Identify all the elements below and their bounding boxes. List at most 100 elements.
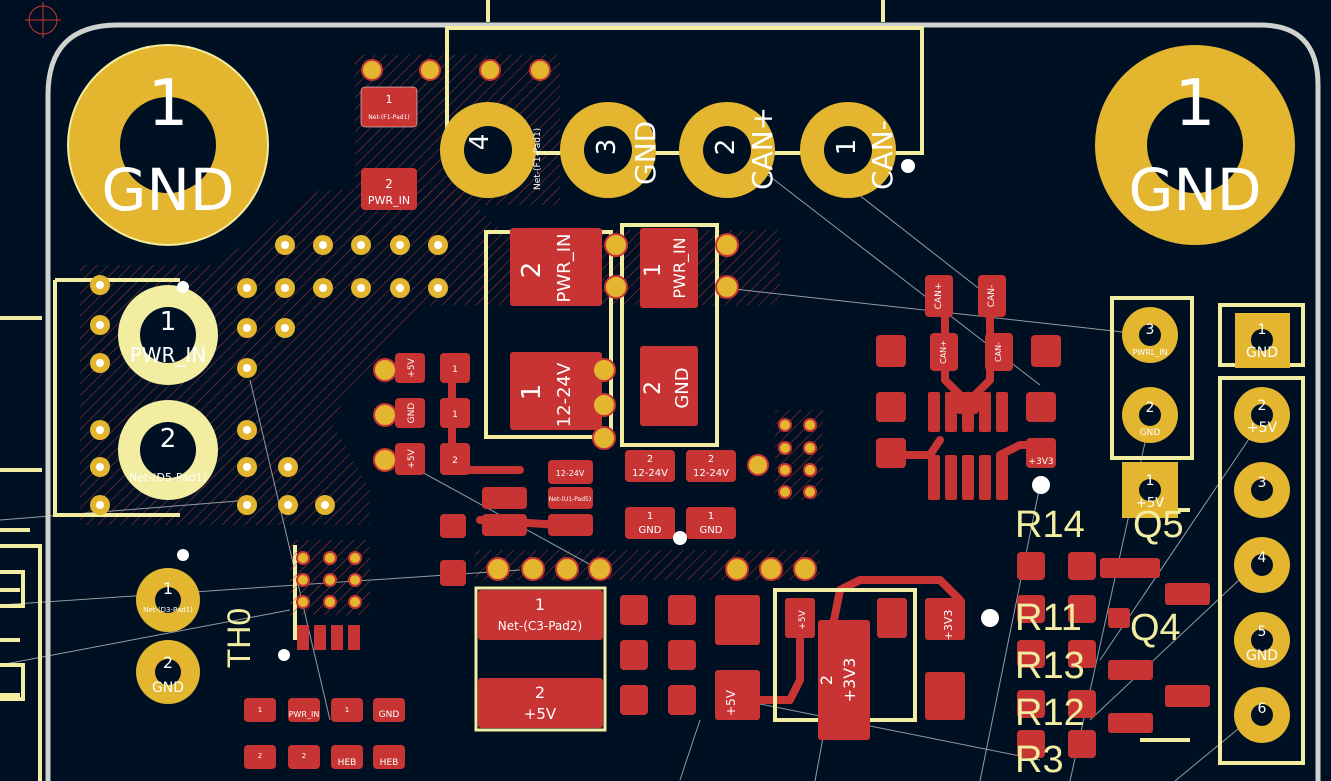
j1-pin-2-number: 2 (711, 139, 741, 156)
header-j2-pin-3-net: PWRL_IN (1132, 348, 1167, 357)
thermal-via-drill (319, 284, 327, 292)
j1-pin-4-number: 4 (465, 134, 495, 151)
smd-cap-gnd-b[interactable]: 1 GND (686, 507, 736, 539)
ref-r13: R13 (1015, 645, 1085, 687)
header-j3-pin-2[interactable]: 2 +5V (1234, 387, 1290, 443)
ref-r12: R12 (1015, 692, 1085, 734)
j1-pin-3[interactable]: 3 GND (560, 102, 662, 198)
smd-res-net[interactable]: Net-(U1-Pad5) (482, 487, 593, 536)
thermal-via-drill (284, 463, 292, 471)
power-jack-pin-1-net: PWR_IN (130, 343, 207, 367)
smd-cap-5v-net: +5V (407, 357, 417, 377)
header-j3-pin-3[interactable]: 3 (1234, 462, 1290, 518)
fuse-f1[interactable]: 1 Net-(F1-Pad1) 2 PWR_IN (360, 86, 418, 210)
header-j3-pin-1[interactable]: 1 GND (1235, 313, 1290, 368)
bottom-left-parts[interactable]: 1 2 PWR_IN 2 1 HEB GND HEB (244, 698, 405, 769)
cap-column[interactable] (620, 595, 696, 715)
j1-pin-4-net: Net-(F1-Pad1) (533, 128, 543, 190)
fuse-f1-pad1-net: Net-(F1-Pad1) (368, 114, 409, 121)
thermal-via-drill (281, 324, 289, 332)
ref-r11: R11 (1015, 597, 1082, 639)
fuse-f1-pad2-net: PWR_IN (368, 194, 410, 207)
smd-cap-5v[interactable]: +5V 1 (395, 353, 470, 383)
header-j2-pin-2-net: GND (1140, 428, 1161, 438)
diode-d6-pad1-number: 1 (641, 263, 666, 277)
big-capacitor-pad2-number: 2 (535, 683, 545, 702)
smd-cap-gnd[interactable]: GND 1 (395, 398, 470, 428)
thermal-via-drill (243, 463, 251, 471)
header-j2-pin-1-net: +5V (1136, 496, 1164, 511)
ref-q4: Q4 (1130, 607, 1181, 649)
mounting-hole-right-net: GND (1129, 156, 1262, 224)
j1-pin-1-net: CAN- (866, 120, 899, 190)
thermal-via-drill (357, 284, 365, 292)
smd-cap-gnd-a[interactable]: 1 GND (625, 507, 675, 539)
header-j2-pin-2[interactable]: 2 GND (1122, 387, 1178, 443)
header-j2[interactable]: 3 PWRL_IN 2 GND 1 +5V (1122, 307, 1178, 518)
thermal-via-drill (321, 501, 329, 509)
connector-j1[interactable]: 4 Net-(F1-Pad1) 3 GND 2 CAN+ 1 CAN- (440, 102, 899, 198)
smd-res-12-24v-b-pad2: 2 (708, 454, 714, 465)
j1-pin-2[interactable]: 2 CAN+ (679, 102, 779, 198)
header-j3-pin-1-number: 1 (1258, 322, 1267, 338)
header-j3-pin-6-number: 6 (1258, 701, 1267, 717)
ic-array[interactable] (290, 540, 370, 650)
bl-part-8-net: HEB (380, 758, 399, 768)
mounting-hole-left[interactable]: 1 GND (67, 44, 269, 246)
power-jack-pin-2-number: 2 (160, 424, 177, 454)
power-jack-pin-1[interactable]: 1 PWR_IN (118, 285, 218, 385)
thermistor-pin-2[interactable]: 2 GND (136, 640, 200, 704)
j1-pin-3-number: 3 (592, 139, 622, 156)
mounting-hole-right[interactable]: 1 GND (1095, 45, 1295, 245)
smd-misc-left[interactable] (440, 514, 466, 586)
smd-cap-gnd-pad1: 1 (452, 410, 458, 420)
j1-pin-1[interactable]: 1 CAN- (800, 102, 899, 198)
header-j3-pin-3-number: 3 (1258, 475, 1267, 491)
thermal-via-drill (281, 284, 289, 292)
header-j2-pin-1[interactable]: 1 +5V (1122, 462, 1178, 518)
smd-res-12-24v-net: 12-24V (632, 468, 668, 479)
power-jack[interactable]: 1 PWR_IN 2 Net-(D5-Pad1) (118, 285, 218, 500)
can-transceiver[interactable]: CAN+ CAN- CAN+ CAN- +3V3 (876, 275, 1061, 500)
mounting-hole-left-number: 1 (148, 67, 189, 141)
thermistor-pin-1[interactable]: 1 Net-(D3-Pad1) (136, 568, 200, 632)
j1-pin-2-net: CAN+ (746, 107, 779, 190)
thermistor-th0[interactable]: 1 Net-(D3-Pad1) 2 GND TH0 (136, 568, 257, 704)
header-j2-pin-3-number: 3 (1146, 322, 1155, 338)
resistor-column-right[interactable] (1017, 552, 1210, 758)
big-capacitor[interactable]: 1 Net-(C3-Pad2) 2 +5V (474, 586, 607, 732)
via-row (361, 59, 817, 581)
thermal-via-drill (434, 284, 442, 292)
diode-d5-pad2-number: 2 (517, 262, 547, 279)
thermal-via-drill (96, 463, 104, 471)
ref-r14: R14 (1015, 504, 1085, 546)
header-j3-pin-5[interactable]: 5 GND (1234, 612, 1290, 668)
header-j3-pin-6[interactable]: 6 (1234, 687, 1290, 743)
ref-r3: R3 (1015, 739, 1064, 781)
j1-pin-4[interactable]: 4 Net-(F1-Pad1) (440, 102, 543, 198)
diode-d6[interactable]: 1 PWR_IN 2 GND (640, 228, 698, 426)
diode-d6-pad1-net: PWR_IN (670, 237, 690, 298)
thermal-via-drill (243, 284, 251, 292)
smd-res-12-24v-net-a: 12-24V (556, 469, 585, 478)
header-j3-pin-4[interactable]: 4 (1234, 537, 1290, 593)
smd-cap-5v-b[interactable]: +5V 2 (395, 443, 470, 475)
smd-res-net-label: Net-(U1-Pad5) (549, 496, 591, 503)
power-jack-pin-2[interactable]: 2 Net-(D5-Pad1) (118, 400, 218, 500)
smd-res-12-24v[interactable]: 12-24V 2 12-24V 2 12-24V (548, 450, 736, 484)
thermal-via-drill (357, 241, 365, 249)
regulator-3v3-net: +3V3 (942, 610, 955, 641)
diode-d5[interactable]: 2 PWR_IN 1 12-24V (510, 228, 602, 430)
bl-part-7-net: GND (379, 710, 400, 720)
big-capacitor-pad2-net: +5V (524, 705, 557, 723)
header-j3-pin-2-number: 2 (1258, 398, 1267, 414)
via-array (90, 235, 448, 515)
bl-part-2-pad: 2 (258, 752, 262, 760)
thermal-via-drill (96, 281, 104, 289)
header-j2-pin-3[interactable]: 3 PWRL_IN (1122, 307, 1178, 363)
thermistor-ref: TH0 (221, 608, 257, 668)
header-j3[interactable]: 1 GND 2 +5V 3 4 5 GND 6 (1234, 313, 1290, 743)
voltage-regulator[interactable]: +5V +5V 2 +3V3 +3V3 (715, 595, 965, 740)
